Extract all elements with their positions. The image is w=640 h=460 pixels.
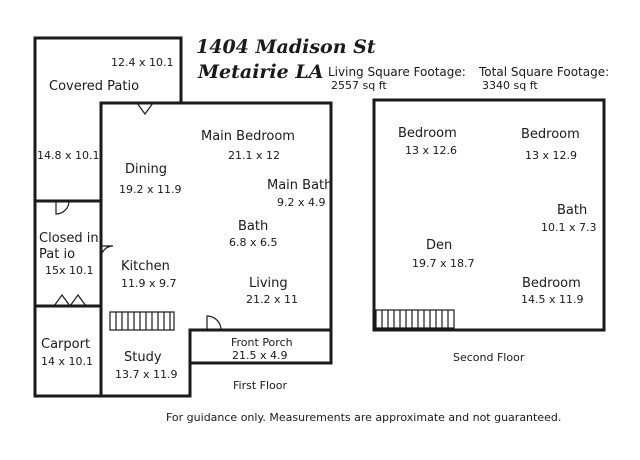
second-bath-dim: 10.1 x 7.3	[541, 221, 597, 234]
patio-dim-top: 12.4 x 10.1	[111, 56, 174, 69]
living-sqft-label: Living Square Footage:	[328, 65, 466, 79]
main-bedroom-label: Main Bedroom	[201, 129, 295, 144]
second-bedroom-2-label: Bedroom	[521, 127, 580, 142]
dining-dim: 19.2 x 11.9	[119, 183, 182, 196]
first-floor-stairs	[109, 311, 175, 331]
main-bath-dim: 9.2 x 4.9	[277, 196, 326, 209]
first-floor-label: First Floor	[233, 379, 288, 392]
bath-dim: 6.8 x 6.5	[229, 236, 278, 249]
kitchen-dim: 11.9 x 9.7	[121, 277, 177, 290]
den-dim: 19.7 x 18.7	[412, 257, 475, 270]
second-bedroom-3-dim: 14.5 x 11.9	[521, 293, 584, 306]
front-porch-label: Front Porch	[231, 336, 293, 349]
house-west-wall	[99, 101, 192, 398]
study-label: Study	[124, 350, 162, 365]
total-sqft-value: 3340 sq ft	[482, 79, 538, 92]
front-door-swing	[206, 315, 222, 331]
second-floor-outline	[372, 98, 606, 332]
main-bath-label: Main Bath	[267, 178, 333, 193]
covered-patio-label: Covered Patio	[49, 79, 140, 94]
carport-label: Carport	[41, 337, 91, 352]
total-sqft-label: Total Square Footage:	[479, 65, 610, 79]
second-bath-label: Bath	[557, 203, 588, 218]
bath-label: Bath	[238, 219, 269, 234]
den-label: Den	[426, 238, 453, 253]
main-house-outline	[99, 101, 333, 365]
dining-label: Dining	[125, 162, 167, 177]
study-dim: 13.7 x 11.9	[115, 368, 178, 381]
second-floor-stairs	[375, 309, 455, 329]
patio-dim-side: 14.8 x 10.1	[37, 149, 100, 162]
closed-patio-label-2: Pat io	[39, 247, 76, 262]
closed-patio-double-door	[53, 293, 87, 307]
carport-dim: 14 x 10.1	[41, 355, 93, 368]
closed-patio-door-swing	[55, 200, 70, 215]
second-bedroom-1-label: Bedroom	[398, 126, 457, 141]
second-bedroom-3-label: Bedroom	[522, 276, 581, 291]
closed-patio-dim: 15x 10.1	[45, 264, 94, 277]
covered-patio-outline	[33, 36, 183, 105]
kitchen-door-swing	[100, 245, 114, 259]
second-floor-label: Second Floor	[453, 351, 525, 364]
second-bedroom-1-dim: 13 x 12.6	[405, 144, 457, 157]
disclaimer: For guidance only. Measurements are appr…	[166, 411, 562, 424]
living-dim: 21.2 x 11	[246, 293, 298, 306]
closed-patio-label-1: Closed in	[39, 231, 99, 246]
main-bedroom-dim: 21.1 x 12	[228, 149, 280, 162]
front-porch-dim: 21.5 x 4.9	[232, 349, 288, 362]
kitchen-label: Kitchen	[121, 259, 170, 274]
address-line-2: Metairie LA	[198, 61, 324, 83]
address-line-1: 1404 Madison St	[196, 36, 376, 58]
west-outer-wall	[33, 36, 103, 398]
living-label: Living	[249, 276, 288, 291]
second-bedroom-2-dim: 13 x 12.9	[525, 149, 577, 162]
patio-door-swing	[136, 102, 154, 116]
living-sqft-value: 2557 sq ft	[331, 79, 387, 92]
